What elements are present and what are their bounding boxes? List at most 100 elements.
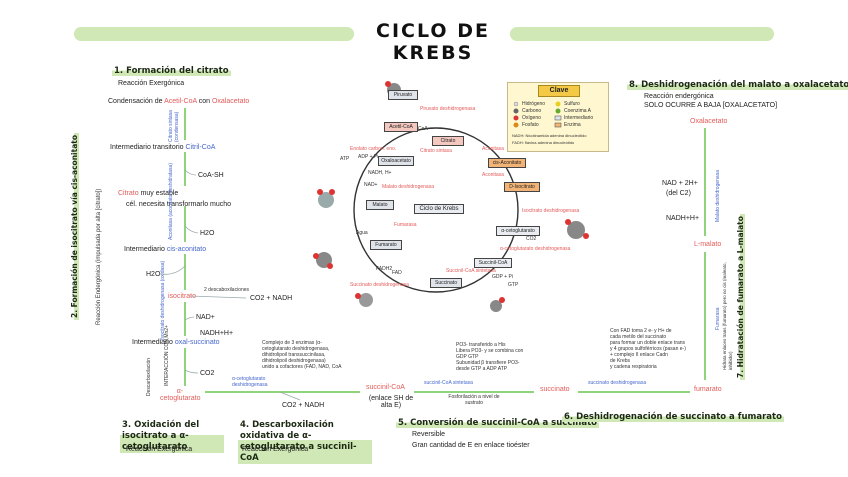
isocitrate-node: D-Isocitrato (504, 182, 540, 192)
legend-item-fadh: FADH: flavina adenina dinucleótido (512, 140, 575, 145)
section-4-header: 4. Descarboxilación oxidativa de α-cetog… (238, 420, 372, 464)
dg-succ-dh: Succinato deshidrogenasa (350, 282, 409, 288)
legend-item-enzyme: Enzima (564, 122, 581, 128)
fad-line-7: y cadena respiratoria (610, 364, 657, 370)
con-text: con (198, 98, 210, 105)
dg-gtp: GTP (508, 282, 519, 288)
malate-node: Malato (366, 200, 394, 210)
dg-atp: ATP (340, 156, 350, 162)
del-c2-label: (del C2) (666, 190, 691, 197)
complex-line-3: dihidrolipoil transsuccinilasa, (262, 352, 326, 358)
title-banner-right (510, 27, 774, 41)
succinyl-node: Succinil-CoA (474, 258, 512, 268)
dg-aconitase-1: Aconitasa (482, 146, 504, 152)
akg-label: α-cetoglutarato (160, 388, 201, 402)
dg-fumarase: Fumarasa (394, 222, 417, 228)
section-8-note: SOLO OCURRE A BAJA [OXALACETATO] (644, 102, 778, 109)
akg-node: α-cetoglutarato (496, 226, 540, 236)
detail-line-4: Subunidad β transfiere PO3- (456, 360, 520, 366)
dg-nadh: NADH, H+ (368, 170, 392, 176)
oxal-succinate-line: Intermediario oxal-succinato (132, 339, 220, 346)
fad-line-3: para formar un doble enlace trans (610, 340, 686, 346)
transform-text: cél. necesita transformarlo mucho (126, 201, 232, 208)
center-label: Ciclo de Krebs (414, 204, 464, 214)
molecule-7 (490, 300, 502, 312)
succinate-label: succinato (540, 386, 570, 393)
h2o-in-label: H2O (146, 271, 161, 278)
legend-item-carbon: Carbono (522, 108, 542, 114)
legend-item-nadh: NADH: Nicotinamida adenina dinucleótido (512, 133, 587, 138)
section-4-sub: Reacción Exergónica (242, 446, 309, 453)
page-title: CICLO DE KREBS (376, 20, 490, 64)
succinate-dh-label: succinato deshidrogenasa (588, 380, 647, 386)
fad-line-6: de Krebs (610, 358, 631, 364)
complex-line-1: Complejo de 3 enzimas (α- (262, 340, 322, 346)
reversible-label: Reversible (412, 431, 446, 438)
decarbox-note: 2 descaboxilaciones (204, 287, 250, 293)
l-malate-label: L-malato (694, 241, 722, 248)
succinate-node: Succinato (430, 278, 462, 288)
legend-item-oxygen: Oxígeno (522, 115, 541, 121)
nadh-out-label: NADH+H+ (666, 215, 700, 222)
section-3-sub: Reacción Exergónica (126, 446, 193, 453)
citrate-label: Citrato (118, 190, 139, 197)
branch-co2 (184, 369, 199, 374)
dg-isocitrate-dh: Isocitrato deshidrogenasa (522, 208, 580, 214)
condensation-line: Condensación de Acetil-CoA con Oxalaceta… (108, 98, 249, 105)
branch-coash (184, 169, 197, 176)
citrate-node: Citrato (432, 136, 464, 146)
citril-coa-label: Citril-CoA (185, 144, 216, 151)
section-8-header: 8. Deshidrogenación del malato a oxalace… (627, 80, 848, 90)
succinyl-note: (enlace SH de alta E) (368, 395, 414, 409)
intermediate-text: Intermediario (124, 246, 165, 253)
dg-fadh2: FADH2 (376, 266, 393, 272)
fad-line-5: + complejo II enlace Cadn (610, 352, 668, 358)
acetyl-node: Acetil-CoA (384, 122, 418, 132)
legend-item-hydrogen: Hidrógeno (522, 101, 546, 107)
molecule-6 (359, 293, 373, 307)
co2-nadh-label-1: CO2 + NADH (250, 295, 293, 302)
fad-line-4: y 4 grupos sulfoférricos (pasan e-) (610, 346, 686, 352)
section-3-header: 3. Oxidación del isocitrato a α-cetoglut… (120, 420, 224, 453)
legend-box: Clave Hidrógeno Carbono Oxígeno Fosfato … (507, 82, 609, 152)
energy-label: Gran cantidad de E en enlace tioéster (412, 442, 530, 449)
dg-co2: CO2 (526, 236, 537, 242)
citryl-intermediate: Intermediario transitorio Citril-CoA (110, 144, 215, 151)
detail-line-3: GDP GTP (456, 354, 479, 360)
detail-line-1: PO3- transferido a His (456, 342, 506, 348)
citrate-line: Citrato muy estable (118, 190, 178, 197)
section-8-sub: Reacción endergónica (644, 93, 714, 100)
dg-succ-syn: Succinil-CoA sintetasa (446, 268, 496, 274)
legend-item-intermediate: Intermediario (564, 115, 594, 121)
cis-aconitate-line: Intermediario cis-aconitato (124, 246, 206, 253)
branch-co2-nadh (189, 295, 247, 299)
legend-item-coenzyme: Coenzima A (564, 108, 591, 114)
complex-note: Complejo de 3 enzimas (α- cetoglutarato … (262, 340, 341, 370)
oxaloacetate-top-label: Oxalacetato (690, 118, 728, 125)
dg-coa: CoA (418, 126, 428, 132)
dg-gdp: GDP + Pi (492, 274, 513, 280)
condensation-text: Condensación de (108, 98, 163, 105)
cycle-ring (353, 127, 519, 293)
succ-synthetase-label: succinil-CoA sintetasa (424, 380, 473, 386)
branch-co2-nadh-2 (279, 391, 301, 401)
dg-aconitase-2: Aconitasa (482, 172, 504, 178)
substrate-details: PO3- transferido a His Libera PO3- y se … (456, 342, 523, 372)
intermediate-text-2: Intermediario (132, 339, 173, 346)
akg-dh-label: α-cetoglutarato deshidrogenasa (232, 376, 268, 388)
fad-details: Con FAD toma 2 e- y H+ de cada metilo de… (610, 328, 686, 370)
branch-h2o-out (184, 225, 199, 234)
fad-line-1: Con FAD toma 2 e- y H+ de (610, 328, 672, 334)
dg-fad: FAD (392, 270, 402, 276)
oxaloacetate-node: Oxaloacetato (378, 156, 414, 166)
molecule-1 (318, 192, 334, 208)
dg-citrate-synthase: Citrato sintasa (420, 148, 452, 154)
succinyl-coa-label: succinil-CoA (366, 384, 405, 391)
complex-line-2: cetoglutarato deshidrogenasa, (262, 346, 330, 352)
fumarate-label: fumarato (694, 386, 722, 393)
nad-2h-label: NAD + 2H+ (662, 180, 698, 187)
co2-nadh-label-2: CO2 + NADH (282, 402, 325, 409)
molecule-4 (567, 221, 585, 239)
intermediate-transitorio-text: Intermediario transitorio (110, 144, 184, 151)
stable-text: muy estable (140, 190, 179, 197)
